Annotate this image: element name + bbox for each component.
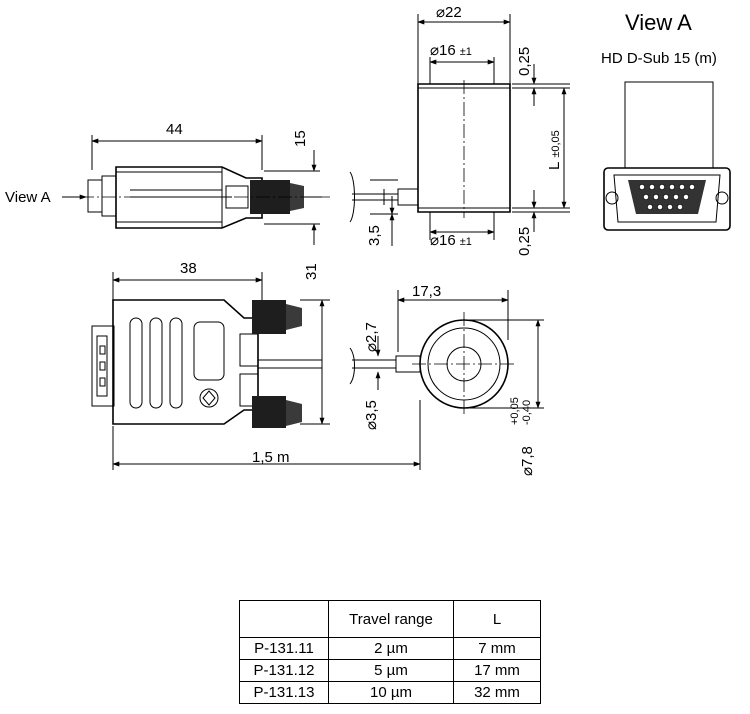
dim-end-width: 17,3 [412, 283, 441, 300]
table-header-cell: L [453, 600, 541, 638]
dim-length-L: L±0,05 [546, 130, 563, 170]
dim-cable-length: 1,5 m [252, 449, 290, 466]
dim-top-gap: 0,25 [516, 47, 533, 76]
table-cell: 5 µm [328, 659, 454, 682]
travel-range-table: Travel range L P-131.11 2 µm 7 mm P-131.… [239, 600, 541, 704]
connector-top-view: 38 31 1,5 m [91, 260, 421, 470]
dim-bottom-bore: ⌀16±1 [430, 232, 472, 249]
table-row: P-131.12 5 µm 17 mm [239, 659, 541, 682]
table-cell: P-131.11 [239, 637, 329, 660]
dim-top-length: 38 [180, 260, 197, 277]
table-cell: P-131.12 [239, 659, 329, 682]
table-cell: 10 µm [328, 681, 454, 704]
dim-pin-offset: 3,5 [366, 225, 383, 246]
actuator-end-view: 17,3 ⌀2,7 ⌀3,5 ⌀7,8 +0,05 -0,40 [349, 283, 544, 476]
table-row: P-131.11 2 µm 7 mm [239, 637, 541, 660]
dim-side-height: 15 [292, 130, 309, 147]
table-cell: 2 µm [328, 637, 454, 660]
dim-top-bore: ⌀16±1 [430, 42, 472, 59]
dim-top-height: 31 [303, 263, 320, 280]
dim-outer-tol-upper: +0,05 [509, 397, 521, 425]
table-header-row: Travel range L [239, 600, 541, 638]
table-row: P-131.13 10 µm 32 mm [239, 681, 541, 704]
table-cell: 7 mm [453, 637, 541, 660]
view-subtitle: HD D-Sub 15 (m) [601, 50, 717, 67]
dim-pin-diameter: ⌀2,7 [363, 322, 380, 352]
dim-outer-tol-lower: -0,40 [521, 400, 533, 425]
dim-housing-diameter: ⌀22 [436, 4, 462, 21]
dim-outer-diameter: ⌀7,8 [519, 446, 536, 476]
actuator-side-view: ⌀22 ⌀16±1 0,25 L±0,05 0,25 ⌀16±1 [349, 4, 570, 256]
view-a-pointer-label: View A [5, 189, 51, 206]
connector-side-view: 44 15 View A [5, 121, 330, 245]
dim-side-length: 44 [166, 121, 183, 138]
dim-shaft-diameter: ⌀3,5 [363, 400, 380, 430]
table-header-cell [239, 600, 329, 638]
table-cell: 32 mm [453, 681, 541, 704]
table-header-cell: Travel range [328, 600, 454, 638]
table-cell: P-131.13 [239, 681, 329, 704]
view-a: View A HD D-Sub 15 (m) [601, 10, 731, 231]
view-title: View A [625, 10, 692, 35]
table-cell: 17 mm [453, 659, 541, 682]
dim-bottom-gap: 0,25 [516, 227, 533, 256]
